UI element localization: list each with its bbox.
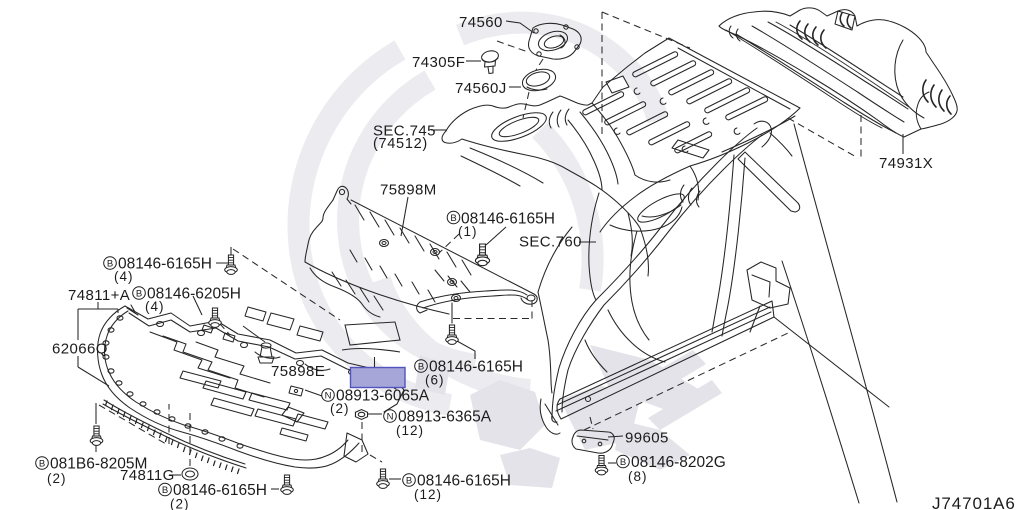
svg-text:62066Q: 62066Q [52,341,108,358]
svg-text:B: B [406,476,412,487]
svg-text:B: B [39,459,45,470]
svg-text:(12): (12) [396,423,424,438]
svg-text:08146-8202G: 08146-8202G [631,454,726,471]
svg-text:(6): (6) [425,373,445,388]
svg-text:N: N [325,391,332,402]
svg-text:(2): (2) [170,497,190,510]
svg-text:N: N [387,412,394,423]
svg-text:74560: 74560 [459,14,503,31]
svg-text:(12): (12) [414,487,442,502]
svg-text:SEC.745: SEC.745 [373,123,436,140]
svg-text:B: B [162,485,168,496]
svg-text:74811+A: 74811+A [68,287,130,304]
svg-text:(74512): (74512) [373,136,428,152]
svg-text:(8): (8) [628,469,648,484]
svg-text:B: B [418,362,424,373]
svg-text:08913-6065A: 08913-6065A [336,388,430,405]
svg-text:08146-6165H: 08146-6165H [417,473,511,490]
svg-text:08146-6165H: 08146-6165H [118,256,212,273]
svg-text:08146-6205H: 08146-6205H [147,286,241,303]
svg-text:75898M: 75898M [380,182,437,199]
svg-text:08913-6365A: 08913-6365A [398,409,492,426]
svg-text:B: B [136,289,142,300]
svg-text:(4): (4) [145,299,165,314]
svg-text:75898E: 75898E [271,363,325,380]
svg-text:(2): (2) [330,401,350,416]
svg-text:08146-6165H: 08146-6165H [461,211,555,228]
svg-text:J74701A6: J74701A6 [932,494,1016,510]
svg-text:74931X: 74931X [879,155,933,172]
svg-text:(4): (4) [114,269,134,284]
svg-text:08146-6165H: 08146-6165H [173,482,267,499]
svg-text:74811G: 74811G [120,467,175,484]
svg-text:99605: 99605 [625,430,669,447]
svg-text:B: B [450,213,456,224]
svg-text:08146-6165H: 08146-6165H [429,359,523,376]
svg-text:B: B [620,457,626,468]
svg-text:(2): (2) [47,471,67,486]
svg-text:081B6-8205M: 081B6-8205M [50,456,147,473]
svg-text:74560J: 74560J [455,80,507,97]
svg-text:(1): (1) [458,224,478,239]
svg-text:B: B [107,259,113,270]
svg-text:SEC.760: SEC.760 [519,234,582,251]
svg-text:74305F: 74305F [412,54,465,71]
